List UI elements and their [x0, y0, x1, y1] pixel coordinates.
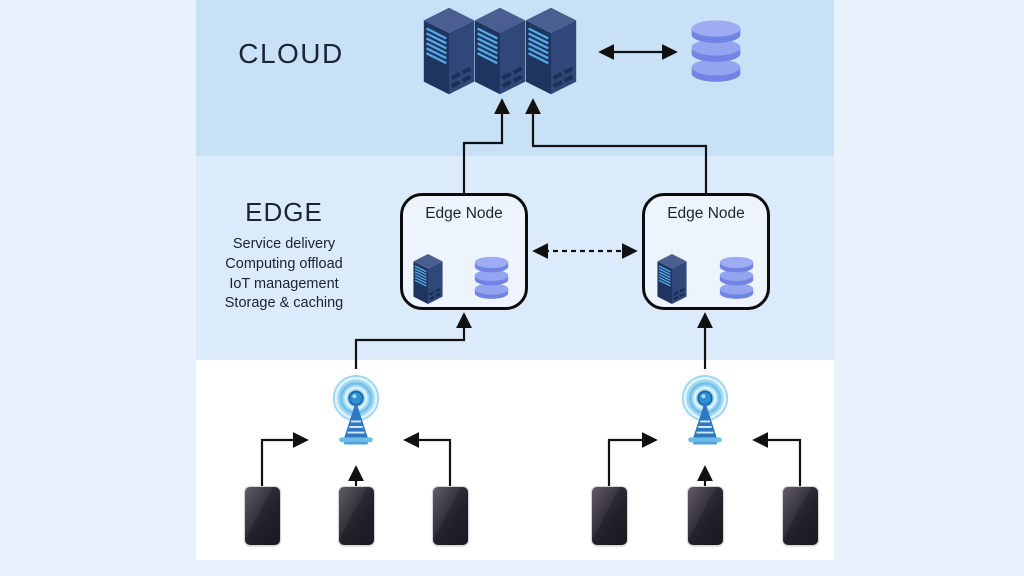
- cloud-server-icon: [472, 6, 528, 96]
- antenna-icon: [324, 371, 388, 451]
- edge-layer-label: EDGE: [245, 197, 323, 227]
- mobile-device-icon: [592, 487, 627, 545]
- edge-feature: IoT management: [229, 275, 339, 292]
- cloud-server-icon: [523, 6, 579, 96]
- mobile-device-icon: [339, 487, 374, 545]
- edge-feature: Computing offload: [225, 255, 343, 272]
- antenna-icon: [673, 371, 737, 451]
- edge-server-icon: [412, 253, 444, 305]
- edge-feature: Service delivery: [232, 236, 336, 252]
- edge-feature: Storage & caching: [224, 295, 344, 312]
- mobile-device-icon: [783, 487, 818, 545]
- edge-layer-description: EDGE Service delivery Computing offload …: [196, 197, 372, 314]
- edge-database-icon: [473, 256, 510, 301]
- device-layer-band: [196, 360, 834, 560]
- cloud-layer-label: CLOUD: [238, 38, 344, 69]
- cloud-database-icon: [689, 19, 743, 85]
- cloud-server-icon: [421, 6, 477, 96]
- mobile-device-icon: [688, 487, 723, 545]
- edge-node-label: Edge Node: [425, 205, 503, 222]
- edge-node-label: Edge Node: [667, 205, 745, 222]
- mobile-device-icon: [433, 487, 468, 545]
- mobile-device-icon: [245, 487, 280, 545]
- edge-database-icon: [718, 256, 755, 301]
- edge-server-icon: [656, 253, 688, 305]
